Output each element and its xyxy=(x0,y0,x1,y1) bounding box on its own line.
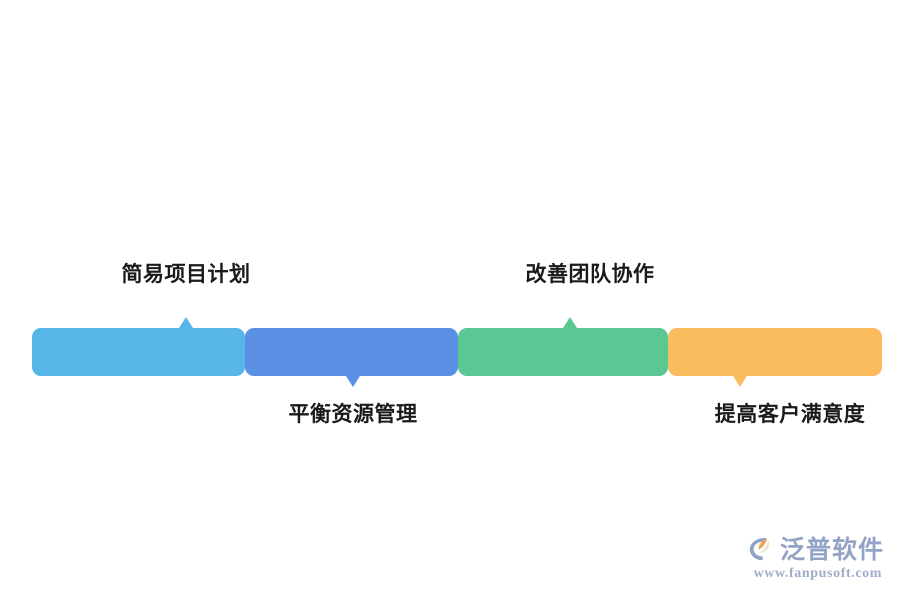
pointer-up-1 xyxy=(179,317,193,328)
watermark-url-text: www.fanpusoft.com xyxy=(753,566,882,581)
watermark-brand-row: 泛普软件 xyxy=(746,534,884,564)
bar-segment-1[interactable] xyxy=(32,328,245,376)
segment-label-2: 平衡资源管理 xyxy=(288,403,418,426)
segment-label-3: 改善团队协作 xyxy=(525,263,655,286)
bar-segment-2[interactable] xyxy=(245,328,458,376)
segment-label-1: 简易项目计划 xyxy=(121,263,251,286)
pointer-up-3 xyxy=(563,317,577,328)
pointer-down-2 xyxy=(346,376,360,387)
bar-segment-4[interactable] xyxy=(668,328,882,376)
fanpu-logo-icon xyxy=(746,534,776,564)
pointer-down-4 xyxy=(733,376,747,387)
watermark-brand-text: 泛普软件 xyxy=(779,534,884,564)
watermark-logo: 泛普软件 www.fanpusoft.com xyxy=(746,534,884,582)
process-bar xyxy=(32,328,882,376)
bar-segment-3[interactable] xyxy=(458,328,668,376)
segment-label-4: 提高客户满意度 xyxy=(714,403,866,426)
